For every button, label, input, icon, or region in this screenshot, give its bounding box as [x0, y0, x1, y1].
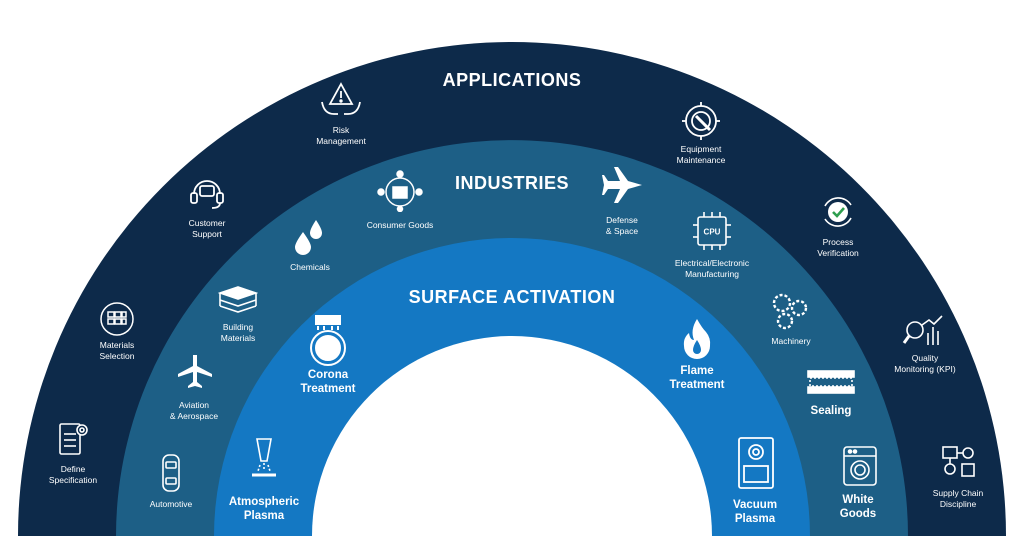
ind-label-sealing: Sealing	[810, 405, 852, 417]
cpu-text: CPU	[704, 228, 721, 237]
app-label-risk-management: Risk Management	[316, 125, 366, 146]
sa-label-vacuum-plasma: Vacuum Plasma	[732, 499, 778, 526]
app-label-customer-support: Customer Support	[188, 218, 226, 239]
corona-roller-icon	[306, 314, 350, 368]
ind-label-chemicals: Chemicals	[290, 262, 330, 272]
droplets-icon	[292, 218, 326, 256]
store-people-icon	[376, 170, 424, 212]
ind-label-electrical-electronic: Electrical/Electronic Manufacturing	[674, 258, 750, 279]
app-label-equipment-maintenance: Equipment Maintenance	[676, 144, 726, 165]
ind-label-white-goods: White Goods	[839, 494, 877, 521]
ind-label-aviation-aerospace: Aviation & Aerospace	[169, 400, 219, 421]
app-label-supply-chain-discipline: Supply Chain Discipline	[932, 488, 984, 509]
washing-machine-icon	[842, 445, 878, 487]
sa-label-atmospheric-plasma: Atmospheric Plasma	[228, 496, 300, 523]
app-label-materials-selection: Materials Selection	[99, 340, 135, 361]
supply-chain-icon	[940, 445, 978, 479]
check-cycle-icon	[819, 193, 857, 231]
ind-label-building-materials: Building Materials	[220, 322, 256, 343]
applications-title: APPLICATIONS	[442, 70, 582, 90]
headset-chat-icon	[188, 174, 226, 212]
sa-label-flame-treatment: Flame Treatment	[669, 365, 725, 392]
vacuum-chamber-icon	[737, 436, 775, 490]
gears-icon	[768, 289, 812, 333]
gear-wrench-icon	[680, 100, 722, 142]
ind-label-consumer-goods: Consumer Goods	[366, 220, 434, 230]
magnifier-chart-icon	[902, 313, 944, 349]
app-label-quality-monitoring: Quality Monitoring (KPI)	[894, 353, 956, 374]
airplane-icon	[176, 352, 214, 390]
sealing-icon	[806, 369, 856, 397]
app-label-process-verification: Process Verification	[817, 237, 859, 258]
cpu-chip-icon: CPU	[692, 211, 732, 251]
layers-icon	[218, 285, 258, 315]
sa-label-corona-treatment: Corona Treatment	[300, 369, 356, 396]
flame-icon	[682, 318, 712, 360]
hands-warning-icon	[320, 80, 362, 120]
materials-grid-icon	[99, 301, 135, 337]
industries-title: INDUSTRIES	[454, 173, 569, 193]
plasma-nozzle-icon	[252, 437, 276, 485]
ind-label-defense-space: Defense & Space	[605, 215, 639, 236]
ind-label-automotive: Automotive	[149, 499, 193, 509]
checklist-gear-icon	[58, 420, 90, 456]
surface-activation-title: SURFACE ACTIVATION	[408, 287, 616, 307]
jet-icon	[600, 163, 644, 207]
car-topview-icon	[160, 453, 182, 493]
app-label-define-specification: Define Specification	[48, 464, 98, 485]
ind-label-machinery: Machinery	[771, 336, 811, 346]
center-hole	[312, 336, 712, 536]
